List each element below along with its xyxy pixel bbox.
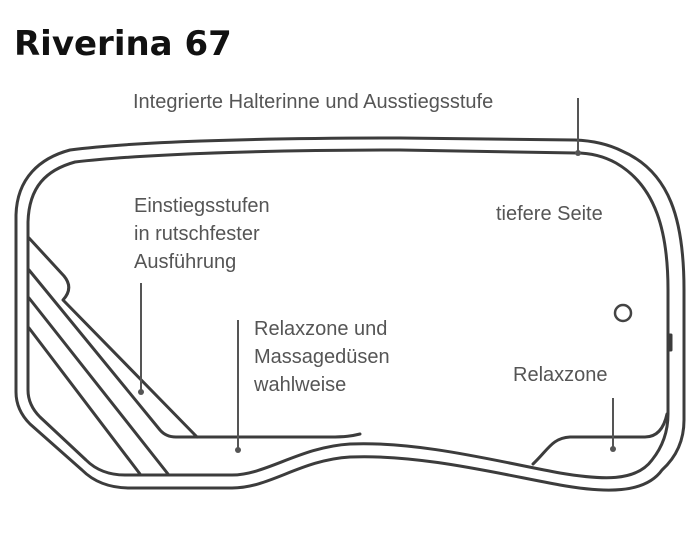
page-title: Riverina 67	[14, 24, 232, 64]
label-relax-jets-line2: Massagedüsen	[254, 346, 390, 368]
entry-step-4	[27, 326, 142, 476]
label-steps-line2: in rutschfester	[134, 223, 260, 245]
label-relax-jets-line1: Relaxzone und	[254, 318, 387, 340]
pool-inner-outline	[26, 148, 670, 480]
side-notch	[666, 333, 673, 352]
callout-dot-relax	[610, 446, 616, 452]
entry-step-2	[27, 268, 362, 439]
label-deep-side: tiefere Seite	[496, 203, 603, 225]
label-steps-line3: Ausführung	[134, 251, 236, 273]
label-rail: Integrierte Halterinne und Ausstiegsstuf…	[133, 91, 493, 113]
callout-dot-rail	[575, 150, 581, 156]
label-relax-jets-line3: wahlweise	[253, 374, 346, 396]
callout-dot-steps	[138, 389, 144, 395]
entry-step-3	[27, 296, 170, 476]
label-relax: Relaxzone	[513, 364, 608, 386]
fitting-circle-icon	[613, 303, 633, 323]
relax-bench	[531, 412, 669, 466]
callout-dot-relax-jets	[235, 447, 241, 453]
pool-outer-outline	[14, 136, 686, 492]
label-steps-line1: Einstiegsstufen	[134, 195, 270, 217]
entry-step-top	[27, 236, 199, 439]
